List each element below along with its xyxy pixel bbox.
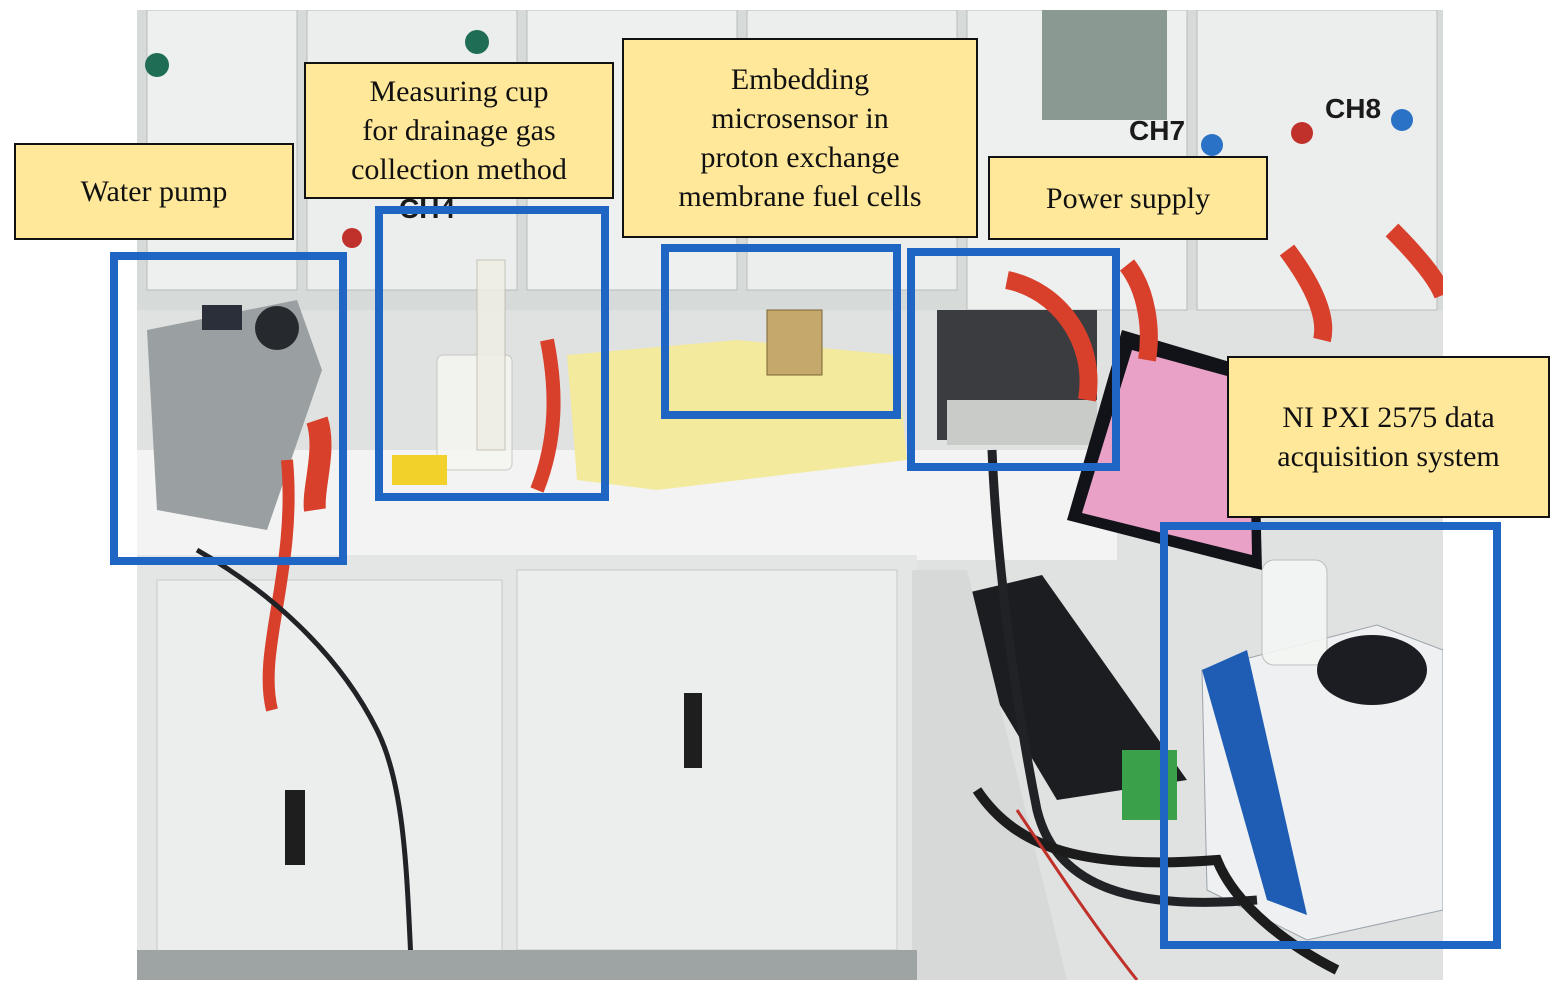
cabinet-door bbox=[516, 569, 898, 951]
cabinet-handle bbox=[684, 693, 702, 768]
fuel-cell bbox=[766, 309, 823, 376]
red-hose bbox=[1385, 223, 1443, 299]
wall-poster bbox=[1042, 10, 1167, 120]
box-microsensor bbox=[661, 244, 901, 419]
box-power-supply bbox=[907, 248, 1120, 471]
graduated-cylinder bbox=[476, 259, 506, 451]
red-wire bbox=[1015, 809, 1139, 980]
panel-knob bbox=[1201, 134, 1223, 156]
monitor-screen bbox=[1082, 350, 1252, 555]
label-power-supply: Power supply bbox=[988, 156, 1268, 240]
panel-knob bbox=[145, 53, 169, 77]
black-cable bbox=[195, 547, 415, 980]
yellow-container bbox=[392, 455, 447, 485]
red-hose bbox=[1004, 271, 1098, 402]
label-daq: NI PXI 2575 data acquisition system bbox=[1227, 356, 1550, 518]
black-cable-bundle bbox=[987, 449, 1258, 907]
trolley-frame bbox=[912, 570, 1067, 980]
panel-knob bbox=[342, 228, 362, 248]
floor bbox=[137, 950, 917, 980]
label-water-pump: Water pump bbox=[14, 143, 294, 240]
bottle bbox=[1261, 559, 1328, 666]
water-pump-display bbox=[202, 305, 242, 330]
box-water-pump bbox=[110, 252, 347, 565]
red-hose bbox=[530, 338, 561, 493]
red-hose bbox=[303, 416, 332, 512]
keyboard bbox=[937, 575, 1187, 800]
channel-mark-ch7: CH7 bbox=[1129, 115, 1185, 146]
red-hose bbox=[1119, 259, 1158, 362]
pxi-chassis-edge bbox=[1202, 650, 1307, 915]
panel-knob bbox=[465, 30, 489, 54]
panel-knob bbox=[1391, 109, 1413, 131]
cabinet-door bbox=[156, 579, 503, 980]
power-supply-front bbox=[947, 400, 1097, 445]
panel-knob bbox=[1291, 122, 1313, 144]
water-pump-head bbox=[255, 306, 299, 350]
mouse bbox=[1317, 635, 1427, 705]
water-pump-body bbox=[147, 300, 322, 530]
cabinet-handle bbox=[285, 790, 305, 865]
box-daq bbox=[1160, 522, 1501, 949]
channel-mark-ch8: CH8 bbox=[1325, 93, 1381, 124]
red-hose bbox=[1279, 244, 1333, 343]
label-microsensor: Embedding microsensor in proton exchange… bbox=[622, 38, 978, 238]
label-measuring-cup: Measuring cup for drainage gas collectio… bbox=[304, 62, 614, 199]
box-measuring-cup bbox=[375, 206, 609, 501]
